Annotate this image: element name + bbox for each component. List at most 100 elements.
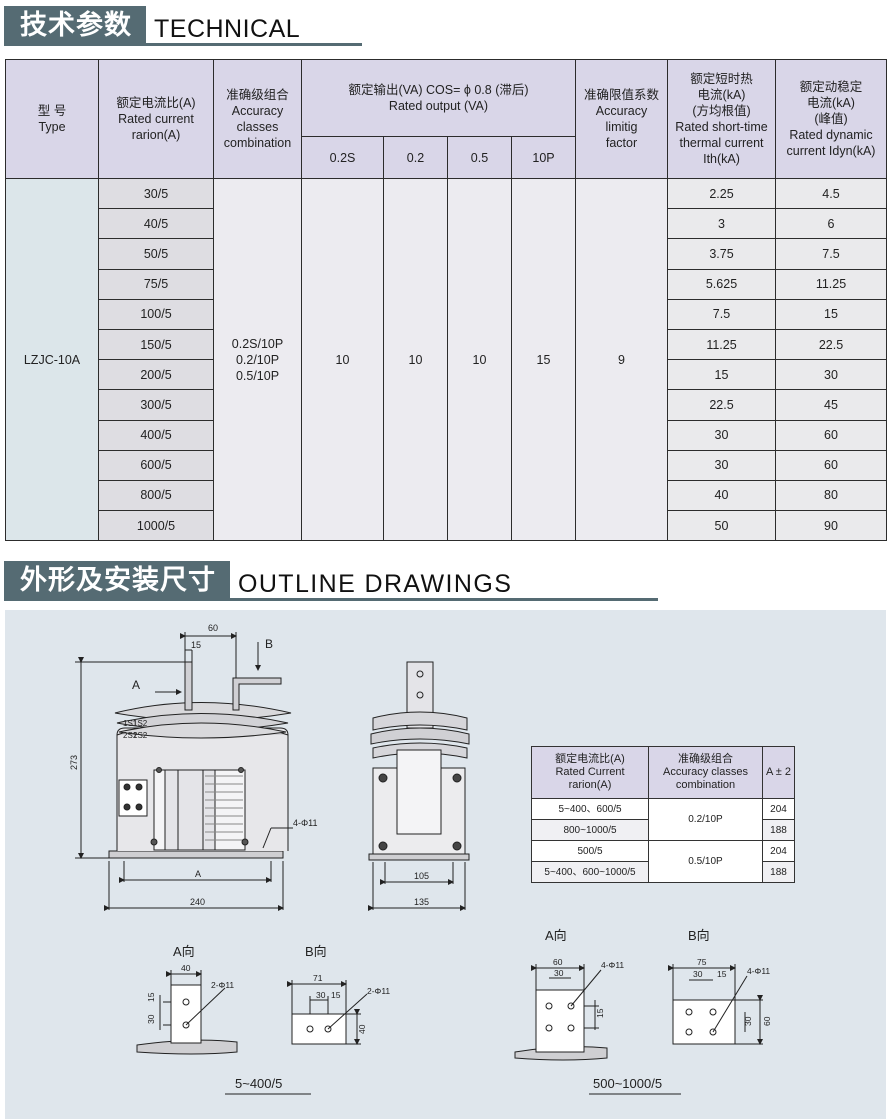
dynamic-cell: 30 bbox=[775, 359, 887, 391]
ratio-cell: 400/5 bbox=[98, 419, 214, 451]
small-a-30: 30 bbox=[146, 1014, 156, 1024]
header-dynamic-line: current Idyn(kA) bbox=[786, 144, 876, 158]
large-a-title: A向 bbox=[545, 928, 567, 943]
thermal-cell: 50 bbox=[667, 510, 776, 542]
large-a-30: 30 bbox=[554, 968, 564, 978]
ratio-cell: 100/5 bbox=[98, 298, 214, 330]
header-accuracy-line: combination bbox=[223, 136, 292, 150]
header-thermal-line: 电流(kA) bbox=[697, 88, 746, 102]
dim-header-line: Rated Current bbox=[555, 766, 625, 778]
ratio-cell: 75/5 bbox=[98, 268, 214, 300]
header-accuracy-line: Accuracy bbox=[231, 104, 284, 118]
thermal-cell: 5.625 bbox=[667, 268, 776, 300]
small-a-40: 40 bbox=[181, 963, 191, 973]
thermal-cell: 11.25 bbox=[667, 328, 776, 361]
dynamic-cell: 60 bbox=[775, 449, 887, 481]
header-type-en: Type bbox=[38, 120, 66, 134]
header-accuracy: 准确级组合 Accuracy classes combination bbox=[213, 59, 302, 179]
output-cell: 15 bbox=[511, 177, 576, 542]
dynamic-cell: 15 bbox=[775, 298, 887, 330]
dynamic-cell: 22.5 bbox=[775, 328, 887, 361]
dim-ratio-cell: 500/5 bbox=[531, 840, 649, 862]
small-b-view-drawing bbox=[287, 980, 368, 1045]
dim-ratio-cell: 800~1000/5 bbox=[531, 819, 649, 841]
thermal-cell: 22.5 bbox=[667, 389, 776, 421]
small-a-15: 15 bbox=[146, 992, 156, 1002]
dynamic-cell: 7.5 bbox=[775, 238, 887, 270]
thermal-cell: 7.5 bbox=[667, 298, 776, 330]
terminal-label: 2S1 bbox=[123, 731, 138, 740]
dim-accuracy-cell: 0.2/10P bbox=[648, 798, 763, 841]
type-cell: LZJC-10A bbox=[5, 177, 99, 542]
header-limit-line: Accuracy bbox=[595, 104, 648, 118]
large-b-15: 15 bbox=[717, 969, 727, 979]
technical-data-title-en: TECHNICAL DATA bbox=[146, 6, 362, 89]
accuracy-value: 0.2/10P bbox=[235, 352, 280, 367]
side-view-drawing bbox=[368, 661, 470, 911]
dim-header-line: A ± 2 bbox=[766, 766, 791, 778]
front-view-drawing bbox=[75, 632, 293, 911]
header-thermal-line: 额定短时热 bbox=[690, 72, 753, 86]
small-b-hole: 2-Φ11 bbox=[367, 986, 390, 996]
outline-title-zh: 外形及安装尺寸 bbox=[4, 561, 230, 601]
dimension-table: 额定电流比(A) Rated Current rarion(A) 准确级组合 A… bbox=[531, 746, 795, 883]
small-a-title: A向 bbox=[173, 944, 195, 959]
caption-left: 5~400/5 bbox=[235, 1076, 282, 1091]
header-thermal-line: Rated short-time bbox=[675, 120, 768, 134]
thermal-cell: 2.25 bbox=[667, 177, 776, 210]
header-thermal: 额定短时热 电流(kA) (方均根值) Rated short-time the… bbox=[667, 59, 776, 179]
header-output-0-2s: 0.2S bbox=[301, 136, 384, 179]
dim-accuracy-cell: 0.5/10P bbox=[648, 840, 763, 883]
terminal-label: 1S1 bbox=[123, 719, 138, 728]
table-row: 800~1000/5 188 bbox=[531, 819, 795, 841]
header-output-0-2: 0.2 bbox=[383, 136, 448, 179]
header-limit-line: factor bbox=[605, 136, 638, 150]
dim-header-line: 额定电流比(A) bbox=[555, 753, 625, 765]
accuracy-value: 0.2S/10P bbox=[231, 336, 284, 351]
small-a-hole: 2-Φ11 bbox=[211, 980, 234, 990]
dim-header-line: combination bbox=[675, 779, 736, 791]
thermal-cell: 40 bbox=[667, 479, 776, 512]
dim-a-label: A bbox=[195, 869, 201, 879]
large-b-75: 75 bbox=[697, 957, 707, 967]
view-arrow-a-label: A bbox=[132, 678, 140, 692]
large-a-15: 15 bbox=[595, 1008, 605, 1018]
header-limit-line: 准确限值系数 bbox=[583, 88, 659, 102]
dynamic-cell: 4.5 bbox=[775, 177, 887, 210]
header-accuracy-line: classes bbox=[236, 120, 279, 134]
terminal-label: 1S2 bbox=[133, 719, 148, 728]
ratio-cell: 150/5 bbox=[98, 328, 214, 361]
dim-header-accuracy: 准确级组合 Accuracy classes combination bbox=[648, 746, 763, 799]
dim-60-label: 60 bbox=[208, 623, 218, 633]
ratio-cell: 600/5 bbox=[98, 449, 214, 481]
dim-a-cell: 188 bbox=[762, 819, 795, 841]
header-type: 型 号 Type bbox=[5, 59, 99, 179]
dim-header-line: 准确级组合 bbox=[678, 753, 733, 765]
thermal-cell: 15 bbox=[667, 359, 776, 391]
accuracy-value: 0.5/10P bbox=[235, 368, 280, 383]
dim-240-label: 240 bbox=[190, 897, 205, 907]
limit-cell: 9 bbox=[575, 177, 668, 542]
header-dynamic-line: Rated dynamic bbox=[789, 128, 873, 142]
dynamic-cell: 90 bbox=[775, 510, 887, 542]
dim-273-label: 273 bbox=[69, 755, 79, 770]
large-b-60: 60 bbox=[762, 1016, 772, 1026]
dim-header-line: Accuracy classes bbox=[663, 766, 748, 778]
header-output-10p: 10P bbox=[511, 136, 576, 179]
dim-105-label: 105 bbox=[414, 871, 429, 881]
header-dynamic-line: 电流(kA) bbox=[807, 96, 855, 110]
header-output-line: Rated output (VA) bbox=[388, 99, 489, 113]
ratio-cell: 50/5 bbox=[98, 238, 214, 270]
large-b-view-drawing bbox=[668, 964, 763, 1045]
thermal-cell: 3.75 bbox=[667, 238, 776, 270]
header-type-zh: 型 号 bbox=[37, 104, 67, 118]
